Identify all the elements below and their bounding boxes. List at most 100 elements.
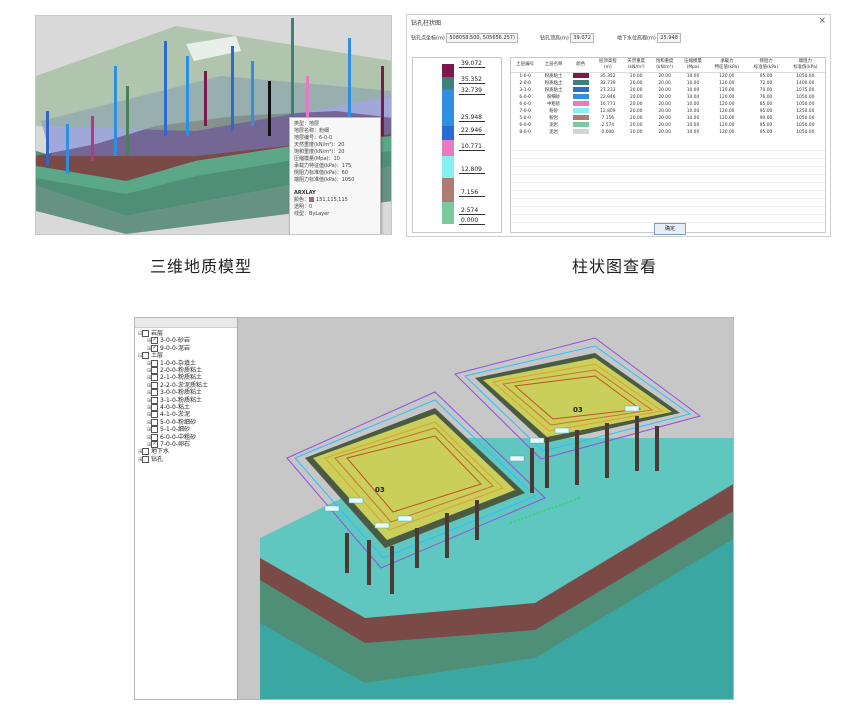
tree-item[interactable]: ⊞5-0-0-粉细砂 xyxy=(147,418,196,427)
tree-item[interactable]: ⊞ 2-2-0-淤泥质粘土 xyxy=(147,381,208,390)
tree-checkbox[interactable] xyxy=(151,411,158,419)
color-swatch xyxy=(309,197,315,202)
tree-checkbox[interactable] xyxy=(151,418,158,426)
col-header[interactable]: 颜色 xyxy=(567,58,594,73)
expand-icon[interactable]: ⊞ xyxy=(147,427,152,434)
expand-icon[interactable]: ⊞ xyxy=(138,449,143,456)
expand-icon[interactable]: ⊞ xyxy=(147,375,152,382)
cell-top-elevation: 12.809 xyxy=(600,108,616,114)
col-header[interactable]: 承载力特征值(kPa) xyxy=(707,58,747,73)
tree-checkbox[interactable] xyxy=(151,359,158,367)
col-header[interactable]: 侧阻力标准值(kPa) xyxy=(746,58,786,73)
col-header[interactable]: 层顶高程(m) xyxy=(593,58,623,73)
expand-icon[interactable]: ⊞ xyxy=(147,338,152,345)
expand-icon[interactable]: ⊞ xyxy=(147,360,152,367)
tree-checkbox[interactable] xyxy=(142,448,149,456)
col-header[interactable]: 压缩模量(Mpa) xyxy=(678,58,708,73)
borehole-poles xyxy=(46,18,384,174)
tree-checkbox[interactable] xyxy=(142,330,149,337)
expand-icon[interactable]: ⊞ xyxy=(147,345,152,352)
cell-side-friction: 72.00 xyxy=(759,80,773,86)
col-header[interactable]: 饱和重度(kN/m³) xyxy=(650,58,679,73)
col-header[interactable]: 天然重度(kN/m³) xyxy=(622,58,651,73)
cell-modulus: 10.00 xyxy=(686,108,700,114)
tree-checkbox[interactable] xyxy=(142,455,149,463)
tree-item[interactable]: ⊞3-1-0-粉质粘土 xyxy=(147,396,202,405)
tree-item-label: 2-2-0-淤泥质粘土 xyxy=(160,381,208,389)
tree-checkbox[interactable] xyxy=(151,404,158,411)
ok-button[interactable]: 确定 xyxy=(654,223,686,235)
cell-modulus: 10.00 xyxy=(686,80,700,86)
tree-checkbox[interactable]: ✓ xyxy=(151,344,158,352)
prop-section-title: ARXLAY xyxy=(294,190,316,196)
close-icon[interactable]: × xyxy=(818,16,826,26)
tree-item[interactable]: ⊞3-0-0-粉质粘土 xyxy=(147,389,202,397)
expand-icon[interactable]: ⊞ xyxy=(147,368,152,374)
expand-icon[interactable]: ⊞ xyxy=(147,442,152,448)
collapse-icon[interactable]: ⊟ xyxy=(138,353,143,360)
prop-transparency-row: 透明：0 xyxy=(294,204,313,210)
tree-item[interactable]: ⊞2-0-0-粉质粘土 xyxy=(147,367,202,375)
tree-item[interactable]: ⊞5-1-0-细砂 xyxy=(147,426,190,434)
expand-icon[interactable]: ⊞ xyxy=(147,412,152,419)
water-level-value[interactable]: 25.948 xyxy=(657,33,681,43)
tree-checkbox[interactable] xyxy=(151,374,158,382)
tree-item[interactable]: ⊞钻孔 xyxy=(138,455,163,464)
tree-checkbox[interactable]: ✓ xyxy=(151,441,158,448)
tree-checkbox[interactable] xyxy=(151,389,158,397)
col-header[interactable]: 端阻力标准值(kPa) xyxy=(785,58,825,73)
cell-top-elevation: 7.156 xyxy=(601,115,615,121)
tree-item[interactable]: ⊞4-0-0-粘土 xyxy=(147,404,190,412)
tree-item[interactable]: ⊟土层 xyxy=(138,352,163,360)
expand-icon[interactable]: ⊞ xyxy=(147,397,152,404)
tree-item[interactable]: ⊞✓7-0-0-卵石 xyxy=(147,441,190,449)
cell-layer-name: 粉细砂 xyxy=(546,94,561,100)
layer-block xyxy=(442,89,454,126)
color-swatch xyxy=(572,122,589,127)
col-header[interactable]: 土层编号 xyxy=(511,58,540,73)
prop-bearing: 承载力特征值(kPa)：175 xyxy=(294,163,352,169)
tree-item[interactable]: ⊞1-0-0-杂填土 xyxy=(147,359,196,368)
tree-item[interactable]: ⊞✓3-0-0-砂岩 xyxy=(147,337,190,345)
column-tick: 39.072 xyxy=(459,60,485,68)
top-elevation-value[interactable]: 39.072 xyxy=(570,33,594,43)
tree-checkbox[interactable] xyxy=(142,352,149,360)
expand-icon[interactable]: ⊞ xyxy=(147,382,152,389)
coord-value[interactable]: 508058.500, 505656.257) xyxy=(446,33,518,43)
expand-icon[interactable]: ⊞ xyxy=(147,434,152,441)
tree-item[interactable]: ⊞✓9-0-0-泥岩 xyxy=(147,344,190,353)
cell-top-elevation: 2.574 xyxy=(601,122,615,128)
tree-checkbox[interactable]: ✓ xyxy=(151,337,158,345)
collapse-icon[interactable]: ⊟ xyxy=(138,331,143,337)
expand-icon[interactable]: ⊞ xyxy=(138,456,143,463)
tree-checkbox[interactable] xyxy=(151,433,158,441)
tree-checkbox[interactable] xyxy=(151,367,158,374)
cell-color xyxy=(568,73,594,81)
foundation-3d-view[interactable]: 03 03 ⊟岩层⊞✓3-0-0-砂岩⊞✓9-0-0-泥岩⊟土层⊞1-0-0-杂… xyxy=(134,317,734,700)
tree-checkbox[interactable] xyxy=(151,426,158,434)
expand-icon[interactable]: ⊞ xyxy=(147,390,152,397)
tree-item[interactable]: ⊞地下水 xyxy=(138,448,169,456)
expand-icon[interactable]: ⊞ xyxy=(147,419,152,426)
tree-item[interactable]: ⊞6-0-0-中粗砂 xyxy=(147,433,196,442)
borehole-column: 39.072 35.352 32.739 25.948 22.946 10.77… xyxy=(412,57,502,233)
tree-item[interactable]: ⊞4-1-0-淤泥 xyxy=(147,411,190,419)
tree-checkbox[interactable] xyxy=(151,396,158,404)
tree-item[interactable]: ⊞2-1-0-粉质粘土 xyxy=(147,374,202,382)
tree-checkbox[interactable] xyxy=(151,381,158,389)
geology-3d-view[interactable]: 类型：地层 地层名称：粉细 地层编号：6-0-0 天然重度(kN/m³)：20 … xyxy=(35,15,392,235)
cell-natural-weight: 20.00 xyxy=(629,129,643,135)
tree-item[interactable]: ⊟岩层 xyxy=(138,330,163,338)
col-header[interactable]: 土层名称 xyxy=(539,58,568,73)
expand-icon[interactable]: ⊞ xyxy=(147,405,152,411)
dialog-title: 钻孔柱状图 xyxy=(411,20,442,27)
